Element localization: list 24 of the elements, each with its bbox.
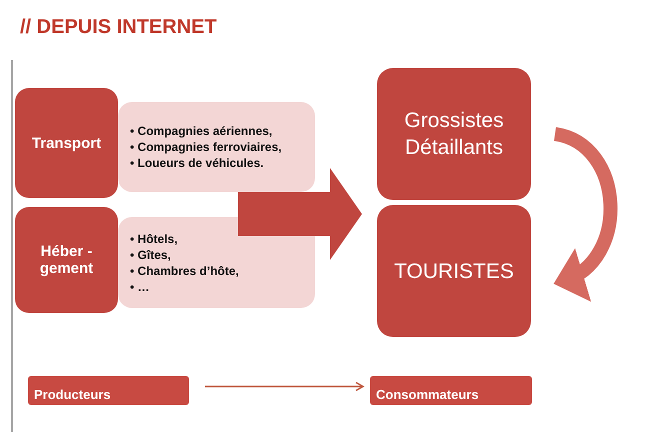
list-item: • Compagnies aériennes, bbox=[130, 123, 274, 139]
list-item: • Chambres d’hôte, bbox=[130, 262, 239, 278]
label-bar bbox=[28, 376, 189, 405]
list-item: • Gîtes, bbox=[130, 246, 172, 262]
list-item: • Hôtels, bbox=[130, 230, 179, 246]
list-item: • Compagnies ferroviaires, bbox=[130, 139, 282, 155]
category-box bbox=[15, 88, 118, 198]
node-label: Héber - gement bbox=[38, 243, 94, 277]
block-arrow bbox=[238, 168, 362, 260]
title: // DEPUIS INTERNET bbox=[20, 16, 217, 39]
actor-box bbox=[377, 68, 531, 200]
node-label: Consommateurs bbox=[376, 387, 479, 402]
node-label: Transport bbox=[32, 134, 102, 152]
node-label: Producteurs bbox=[34, 387, 111, 402]
actor-box bbox=[377, 205, 531, 337]
list-item: • Loueurs de véhicules. bbox=[130, 155, 265, 171]
list-panel bbox=[118, 217, 315, 308]
list-panel bbox=[118, 102, 315, 192]
arrow bbox=[205, 382, 364, 392]
node-label: TOURISTES bbox=[394, 258, 514, 284]
list-item: • … bbox=[130, 278, 151, 294]
node-label: Grossistes Détaillants bbox=[403, 108, 505, 161]
label-bar bbox=[370, 376, 532, 405]
category-box bbox=[15, 207, 118, 313]
